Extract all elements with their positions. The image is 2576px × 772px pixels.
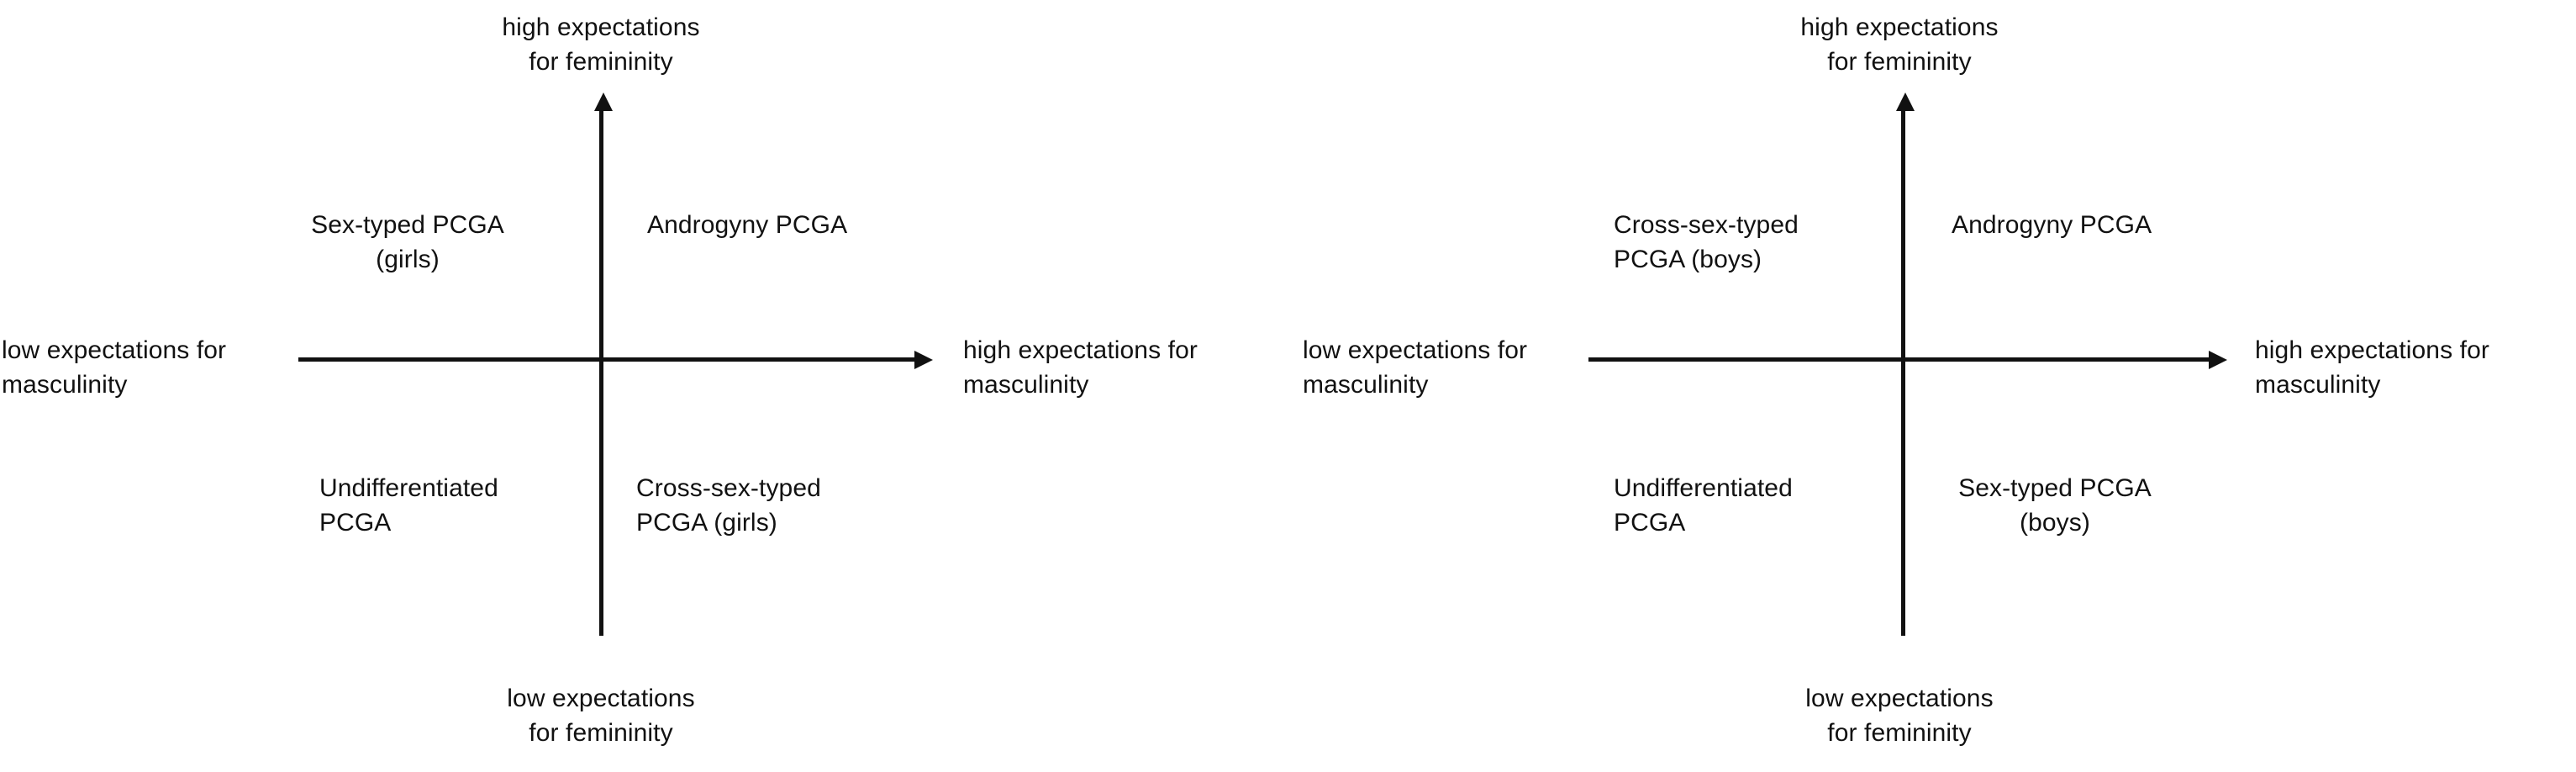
x-axis-line-girls bbox=[298, 357, 916, 362]
y-axis-bottom-label-boys: low expectations for femininity bbox=[1805, 685, 1994, 748]
quadrant-diagram-boys: high expectations for femininity low exp… bbox=[1294, 0, 2576, 772]
quadrant-bottom-left-boys: Undifferentiated PCGA bbox=[1614, 474, 1793, 537]
y-axis-bottom-label-girls: low expectations for femininity bbox=[507, 685, 695, 748]
quadrant-bottom-right-boys: Sex-typed PCGA (boys) bbox=[1958, 474, 2152, 537]
quadrant-bottom-right-girls: Cross-sex-typed PCGA (girls) bbox=[636, 474, 821, 537]
x-axis-left-label-boys: low expectations for masculinity bbox=[1303, 336, 1528, 399]
y-axis-top-label-boys: high expectations for femininity bbox=[1800, 13, 1999, 77]
quadrant-top-right-boys: Androgyny PCGA bbox=[1952, 211, 2152, 239]
y-axis-arrow-up-icon-boys bbox=[1896, 93, 1915, 111]
quadrant-top-left-boys: Cross-sex-typed PCGA (boys) bbox=[1614, 211, 1799, 274]
y-axis-line-girls bbox=[599, 108, 603, 636]
x-axis-arrow-right-icon-girls bbox=[914, 351, 933, 369]
y-axis-top-label-girls: high expectations for femininity bbox=[502, 13, 700, 77]
y-axis-arrow-up-icon-girls bbox=[594, 93, 613, 111]
quadrant-top-left-girls: Sex-typed PCGA (girls) bbox=[311, 211, 504, 274]
x-axis-line-boys bbox=[1588, 357, 2210, 362]
y-axis-line-boys bbox=[1901, 108, 1905, 636]
x-axis-right-label-boys: high expectations for masculinity bbox=[2255, 336, 2489, 399]
quadrant-diagram-girls: high expectations for femininity low exp… bbox=[2, 13, 1198, 748]
x-axis-right-label-girls: high expectations for masculinity bbox=[963, 336, 1198, 399]
quadrant-top-right-girls: Androgyny PCGA bbox=[647, 211, 848, 239]
quadrant-bottom-left-girls: Undifferentiated PCGA bbox=[319, 474, 498, 537]
x-axis-arrow-right-icon-boys bbox=[2209, 351, 2227, 369]
x-axis-left-label-girls: low expectations for masculinity bbox=[2, 336, 227, 399]
